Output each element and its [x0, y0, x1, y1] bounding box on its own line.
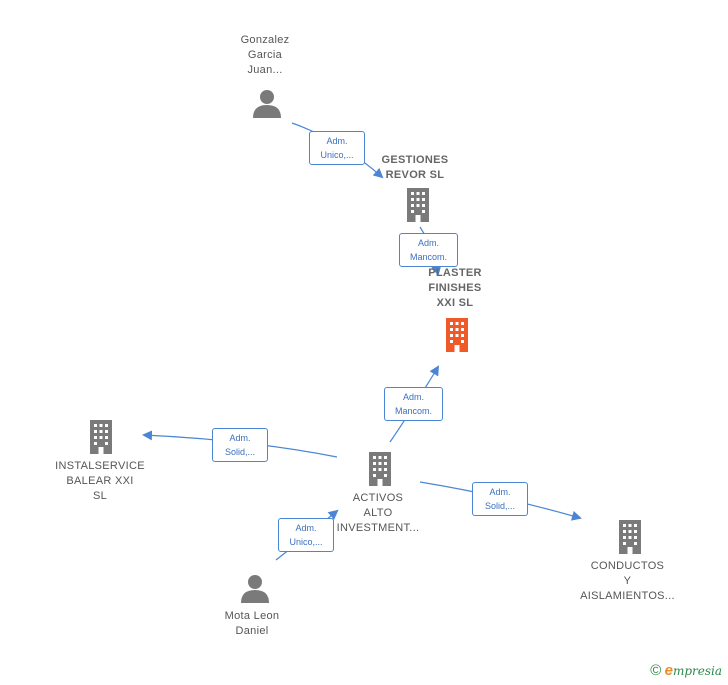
edge-label-line: Adm.	[229, 433, 251, 443]
label-line: BALEAR XXI	[66, 475, 134, 487]
label-line: Garcia	[247, 49, 283, 61]
edge-label-activos-plaster[interactable]: Adm. Mancom.	[384, 387, 443, 421]
label-line: Y	[623, 575, 632, 587]
edge-label-line: Solid,...	[224, 447, 255, 457]
edge-label-line: Mancom.	[409, 252, 447, 262]
node-gestiones-label[interactable]: GESTIONES REVOR SL	[365, 153, 465, 183]
person-icon[interactable]	[252, 88, 282, 118]
label-line: FINISHES	[428, 282, 482, 294]
edge-label-line: Adm.	[489, 487, 511, 497]
building-icon[interactable]	[403, 188, 433, 222]
label-line: Juan...	[247, 64, 283, 76]
building-icon-highlight[interactable]	[442, 318, 472, 352]
label-line: INVESTMENT...	[336, 522, 420, 534]
empresia-logo: © empresia	[650, 662, 722, 679]
label-line: INSTALSERVICE	[55, 460, 145, 472]
person-icon[interactable]	[240, 573, 270, 603]
label-line: CONDUCTOS	[590, 560, 665, 572]
node-mota-label[interactable]: Mota Leon Daniel	[202, 609, 302, 639]
node-gonzalez-label[interactable]: Gonzalez Garcia Juan...	[215, 33, 315, 78]
building-icon[interactable]	[365, 452, 395, 486]
edge-label-line: Adm.	[417, 238, 439, 248]
node-plaster-label[interactable]: PLASTER FINISHES XXI SL	[405, 266, 505, 311]
edge-label-line: Unico,...	[289, 537, 323, 547]
edge-label-mota-activos[interactable]: Adm. Unico,...	[278, 518, 334, 552]
building-icon[interactable]	[86, 420, 116, 454]
edge-label-line: Adm.	[402, 392, 424, 402]
copyright-icon: ©	[650, 662, 662, 679]
edge-label-line: Unico,...	[320, 150, 354, 160]
edge-label-gestiones-plaster[interactable]: Adm. Mancom.	[399, 233, 458, 267]
label-line: Daniel	[235, 625, 269, 637]
node-conductos-label[interactable]: CONDUCTOS Y AISLAMIENTOS...	[570, 559, 685, 604]
label-line: SL	[92, 490, 108, 502]
edge-label-line: Mancom.	[394, 406, 432, 416]
building-icon[interactable]	[615, 520, 645, 554]
label-line: REVOR SL	[385, 169, 445, 181]
edge-label-activos-instalservice[interactable]: Adm. Solid,...	[212, 428, 268, 462]
node-instalservice-label[interactable]: INSTALSERVICE BALEAR XXI SL	[45, 459, 155, 504]
edge-label-line: Adm.	[295, 523, 317, 533]
label-line: GESTIONES	[381, 154, 449, 166]
edge-label-gonzalez-gestiones[interactable]: Adm. Unico,...	[309, 131, 365, 165]
label-line: Gonzalez	[240, 34, 290, 46]
brand-e: e	[664, 662, 673, 679]
edge-label-activos-conductos[interactable]: Adm. Solid,...	[472, 482, 528, 516]
brand-name: mpresia	[672, 664, 722, 678]
label-line: XXI SL	[436, 297, 474, 309]
label-line: ALTO	[363, 507, 393, 519]
label-line: ACTIVOS	[352, 492, 404, 504]
edge-label-line: Solid,...	[484, 501, 515, 511]
label-line: PLASTER	[428, 267, 482, 279]
label-line: AISLAMIENTOS...	[580, 590, 675, 602]
edge-label-line: Adm.	[326, 136, 348, 146]
label-line: Mota Leon	[224, 610, 280, 622]
node-activos-label[interactable]: ACTIVOS ALTO INVESTMENT...	[328, 491, 428, 536]
